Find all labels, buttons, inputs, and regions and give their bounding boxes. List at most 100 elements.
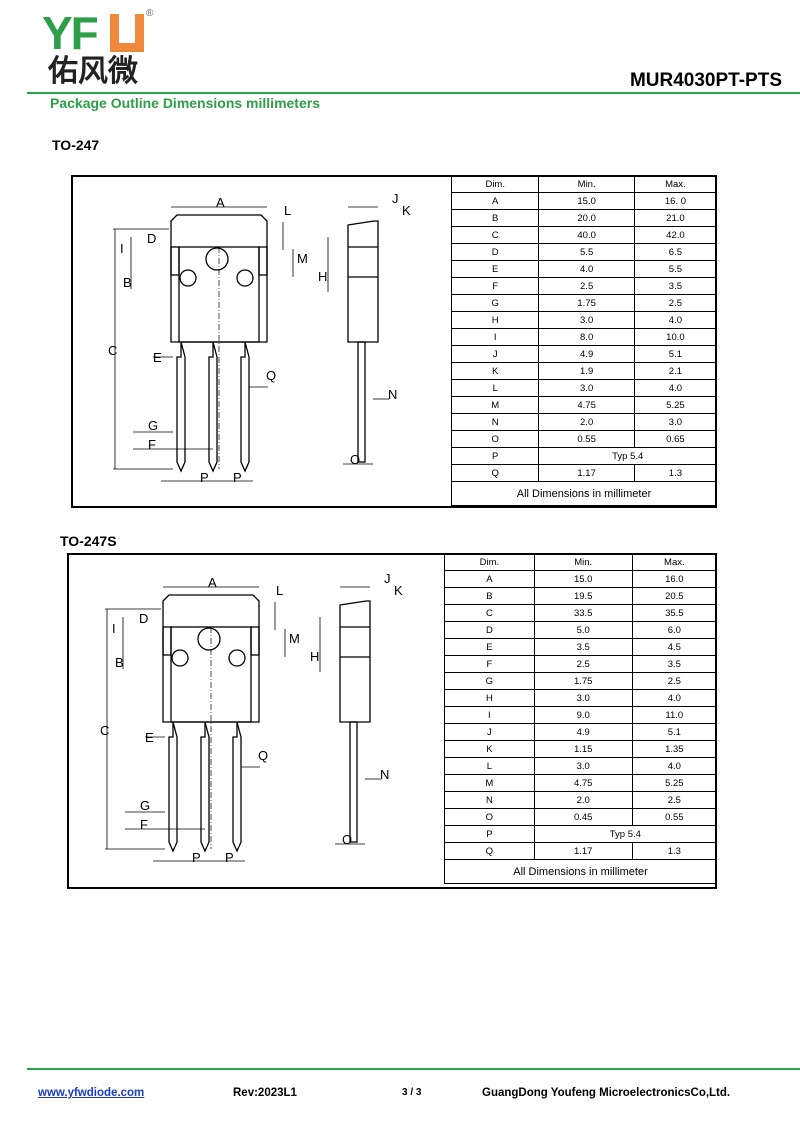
min-cell: 0.55 <box>538 430 635 448</box>
max-cell: 1.3 <box>631 842 718 860</box>
min-cell: 2.5 <box>538 277 635 295</box>
max-cell: 2.1 <box>633 362 718 380</box>
max-cell: 4.0 <box>633 311 718 329</box>
min-cell: 1.17 <box>538 464 635 482</box>
dimension-label: M <box>297 251 308 266</box>
dim-cell: A <box>450 192 540 210</box>
dim-cell: D <box>444 621 535 639</box>
dim-cell: H <box>450 311 540 329</box>
dimension-label: J <box>392 191 399 206</box>
column-header: Max. <box>631 553 718 571</box>
max-cell: 5.5 <box>633 260 718 278</box>
dim-cell: F <box>450 277 540 295</box>
dim-cell: B <box>450 209 540 227</box>
dimension-label: J <box>384 571 391 586</box>
dim-cell: E <box>450 260 540 278</box>
typ-cell: Typ 5.4 <box>538 447 717 465</box>
min-cell: 2.0 <box>533 791 633 809</box>
max-cell: 1.35 <box>631 740 718 758</box>
column-header: Min. <box>533 553 633 571</box>
dimension-label: H <box>318 269 327 284</box>
max-cell: 3.0 <box>633 413 718 431</box>
max-cell: 5.25 <box>631 774 718 792</box>
dim-cell: F <box>444 655 535 673</box>
max-cell: 11.0 <box>631 706 718 724</box>
dimension-label: L <box>276 583 283 598</box>
min-cell: 2.0 <box>538 413 635 431</box>
column-header: Min. <box>538 175 635 193</box>
min-cell: 5.5 <box>538 243 635 261</box>
max-cell: 20.5 <box>631 587 718 605</box>
table-footer: All Dimensions in millimeter <box>444 859 717 884</box>
dimension-label: A <box>216 195 225 210</box>
dim-cell: L <box>444 757 535 775</box>
dim-cell: C <box>444 604 535 622</box>
dimension-label: E <box>145 730 154 745</box>
dim-cell: K <box>444 740 535 758</box>
dim-cell: N <box>444 791 535 809</box>
min-cell: 1.9 <box>538 362 635 380</box>
min-cell: 1.75 <box>533 672 633 690</box>
max-cell: 3.5 <box>633 277 718 295</box>
dimension-label: P <box>200 470 209 485</box>
dim-cell: D <box>450 243 540 261</box>
max-cell: 5.25 <box>633 396 718 414</box>
dimension-label: P <box>225 850 234 865</box>
min-cell: 3.5 <box>533 638 633 656</box>
dim-cell: O <box>450 430 540 448</box>
min-cell: 15.0 <box>533 570 633 588</box>
dim-cell: L <box>450 379 540 397</box>
dimension-label: Q <box>266 368 276 383</box>
max-cell: 10.0 <box>633 328 718 346</box>
min-cell: 9.0 <box>533 706 633 724</box>
dim-cell: K <box>450 362 540 380</box>
dimension-label: D <box>139 611 148 626</box>
max-cell: 4.5 <box>631 638 718 656</box>
registered-mark: ® <box>146 8 154 19</box>
max-cell: 2.5 <box>633 294 718 312</box>
min-cell: 3.0 <box>533 757 633 775</box>
dimension-label: C <box>108 343 117 358</box>
dimension-label: D <box>147 231 156 246</box>
min-cell: 1.15 <box>533 740 633 758</box>
dim-cell: G <box>450 294 540 312</box>
footer-divider <box>27 1068 800 1070</box>
dim-cell: I <box>444 706 535 724</box>
website-link[interactable]: www.yfwdiode.com <box>38 1087 145 1099</box>
min-cell: 33.5 <box>533 604 633 622</box>
dimension-label: B <box>115 655 124 670</box>
column-header: Dim. <box>444 553 535 571</box>
min-cell: 1.17 <box>533 842 633 860</box>
dim-cell: Q <box>450 464 540 482</box>
dimension-label: C <box>100 723 109 738</box>
dim-cell: B <box>444 587 535 605</box>
min-cell: 4.0 <box>538 260 635 278</box>
min-cell: 20.0 <box>538 209 635 227</box>
dimension-label: N <box>380 767 389 782</box>
page-subtitle: Package Outline Dimensions millimeters <box>50 95 320 111</box>
part-number: MUR4030PT-PTS <box>629 70 782 91</box>
min-cell: 4.75 <box>533 774 633 792</box>
